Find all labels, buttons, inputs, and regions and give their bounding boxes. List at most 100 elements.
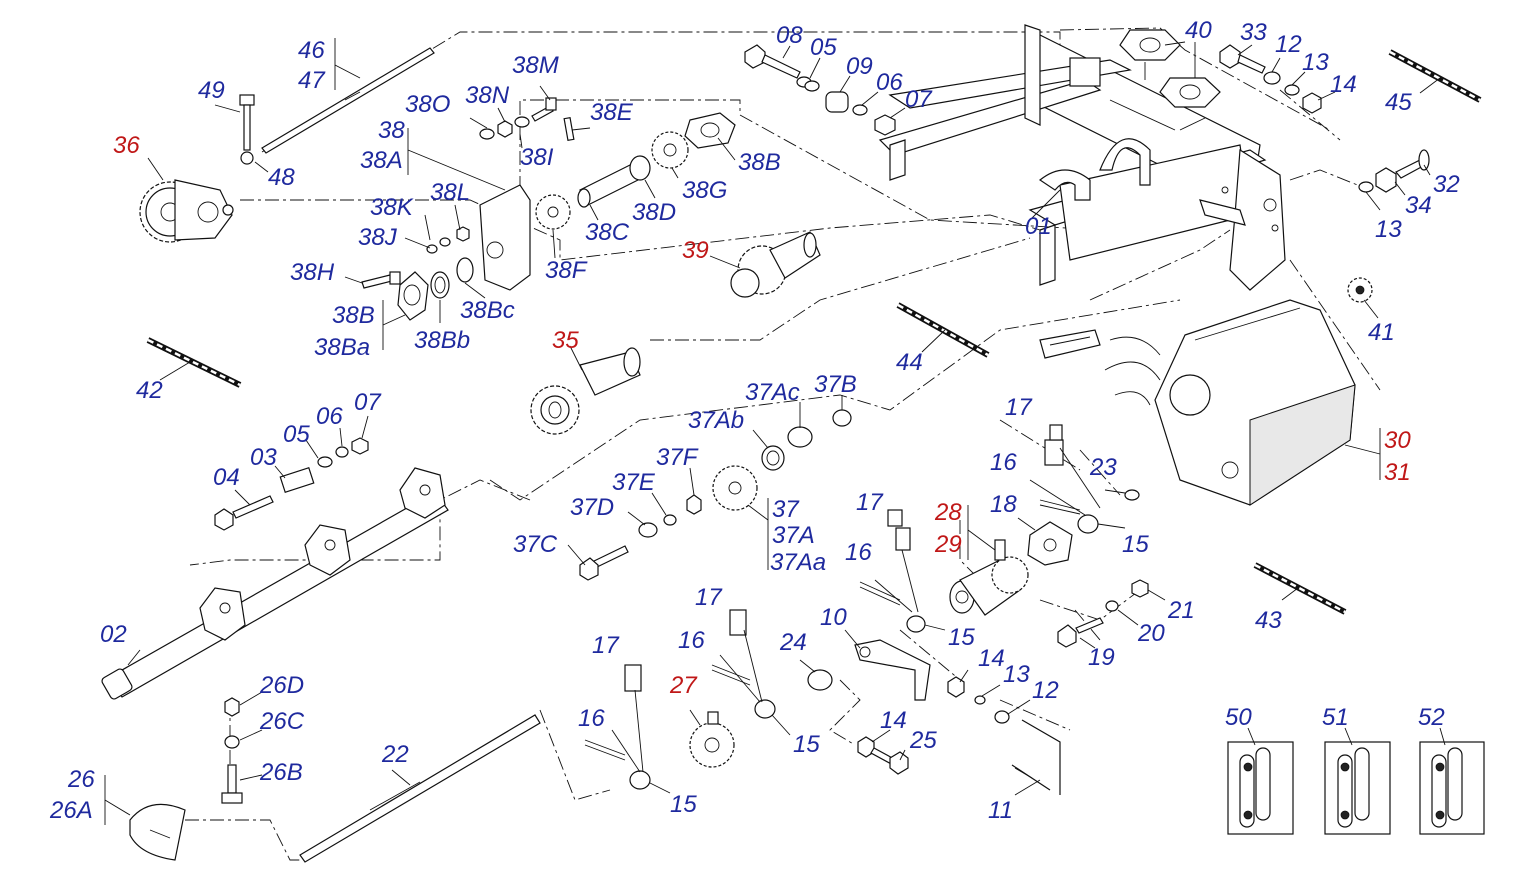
label-45: 45: [1385, 89, 1412, 116]
label-37Aa: 37Aa: [770, 549, 826, 576]
label-33: 33: [1240, 19, 1267, 46]
bearing-flanges-part-40: [1119, 29, 1221, 108]
label-44: 44: [896, 349, 923, 376]
label-38I: 38I: [520, 144, 554, 171]
label-13-right: 13: [1375, 216, 1402, 243]
chain-link-part-52: [1419, 741, 1485, 835]
label-29: 29: [934, 531, 962, 558]
label-22: 22: [381, 741, 409, 768]
label-32: 32: [1433, 171, 1460, 198]
label-37E: 37E: [612, 469, 656, 496]
label-38B: 38B: [332, 302, 375, 329]
label-52: 52: [1418, 704, 1445, 731]
label-17-mid: 17: [856, 489, 884, 516]
part-labels: 46 47 49 36 48 38M 38N 38O 38 38A 38I 38…: [49, 17, 1460, 824]
bolt-stack-03-07: [214, 437, 369, 531]
shaft-part-02: [101, 467, 449, 700]
label-38M: 38M: [512, 52, 559, 79]
sprocket-assembly-part-36: [139, 179, 234, 243]
label-38O: 38O: [405, 91, 450, 118]
chain-part-42: [146, 337, 242, 388]
leader-lines: [104, 38, 1446, 825]
label-17-bottom: 17: [592, 632, 620, 659]
label-12-low: 12: [1032, 677, 1059, 704]
label-37B: 37B: [814, 371, 857, 398]
label-37Ab: 37Ab: [688, 407, 744, 434]
label-26C: 26C: [259, 708, 305, 735]
label-37D: 37D: [570, 494, 614, 521]
label-38B-top: 38B: [738, 149, 781, 176]
label-04: 04: [213, 464, 240, 491]
label-31: 31: [1384, 459, 1411, 486]
label-15-mid: 15: [948, 624, 975, 651]
label-03: 03: [250, 444, 277, 471]
label-25: 25: [909, 727, 937, 754]
label-13-top: 13: [1302, 49, 1329, 76]
label-05-top: 05: [810, 34, 837, 61]
label-14-low: 14: [978, 645, 1005, 672]
label-37C: 37C: [513, 531, 558, 558]
label-08: 08: [776, 22, 803, 49]
gearbox-part-30-31: [1039, 299, 1356, 506]
u-bolt-part-11: [1011, 719, 1061, 795]
label-16-bottom: 16: [578, 705, 605, 732]
assembly-part-38: [361, 97, 736, 321]
bolt-stack-32-34: [1358, 149, 1430, 193]
label-27: 27: [669, 672, 698, 699]
roller-chains: [146, 49, 1482, 615]
label-11: 11: [988, 797, 1013, 824]
chain-part-45: [1388, 49, 1482, 103]
label-23: 23: [1089, 454, 1117, 481]
label-38G: 38G: [682, 177, 727, 204]
label-13-low: 13: [1003, 661, 1030, 688]
chain-part-44: [896, 302, 990, 358]
label-17-low: 17: [695, 584, 723, 611]
bolt-part-49-48: [239, 94, 255, 165]
label-26A: 26A: [49, 797, 93, 824]
label-16-mid: 16: [845, 539, 872, 566]
main-frame-part-01: [878, 24, 1286, 291]
label-46: 46: [298, 37, 325, 64]
label-35: 35: [552, 327, 579, 354]
label-38E: 38E: [590, 99, 634, 126]
label-38C: 38C: [585, 219, 630, 246]
clutch-part-28-29: [949, 539, 1029, 616]
label-41: 41: [1368, 319, 1395, 346]
assembly-part-37: [579, 409, 852, 581]
bolt-stack-08-07: [744, 44, 896, 136]
label-26B: 26B: [259, 759, 303, 786]
label-38L: 38L: [430, 179, 470, 206]
clamp-part-26: [129, 697, 243, 861]
label-09: 09: [846, 53, 873, 80]
label-38K: 38K: [370, 194, 414, 221]
label-06-left: 06: [316, 403, 343, 430]
label-21: 21: [1167, 597, 1195, 624]
label-38: 38: [378, 117, 405, 144]
label-14-top: 14: [1330, 71, 1357, 98]
label-14-bottom: 14: [880, 707, 907, 734]
label-39: 39: [682, 237, 709, 264]
label-06-top: 06: [876, 69, 903, 96]
lower-parts-10-27: [584, 609, 1010, 790]
label-36: 36: [113, 132, 140, 159]
label-15-upper: 15: [1122, 531, 1149, 558]
label-50: 50: [1225, 704, 1252, 731]
sprocket-shaft-part-35: [530, 347, 641, 435]
label-02: 02: [100, 621, 127, 648]
label-51: 51: [1322, 704, 1349, 731]
label-17-upper: 17: [1005, 394, 1033, 421]
chain-links-boxes: [1227, 741, 1485, 835]
chain-link-part-51: [1324, 741, 1391, 835]
label-38Bb: 38Bb: [414, 327, 470, 354]
label-37F: 37F: [656, 444, 699, 471]
label-16-low: 16: [678, 627, 705, 654]
label-38J: 38J: [358, 224, 398, 251]
label-38N: 38N: [465, 82, 510, 109]
label-18: 18: [990, 491, 1017, 518]
label-26: 26: [67, 766, 95, 793]
label-40: 40: [1185, 17, 1212, 44]
chain-link-part-50: [1227, 741, 1294, 835]
label-34: 34: [1405, 192, 1432, 219]
